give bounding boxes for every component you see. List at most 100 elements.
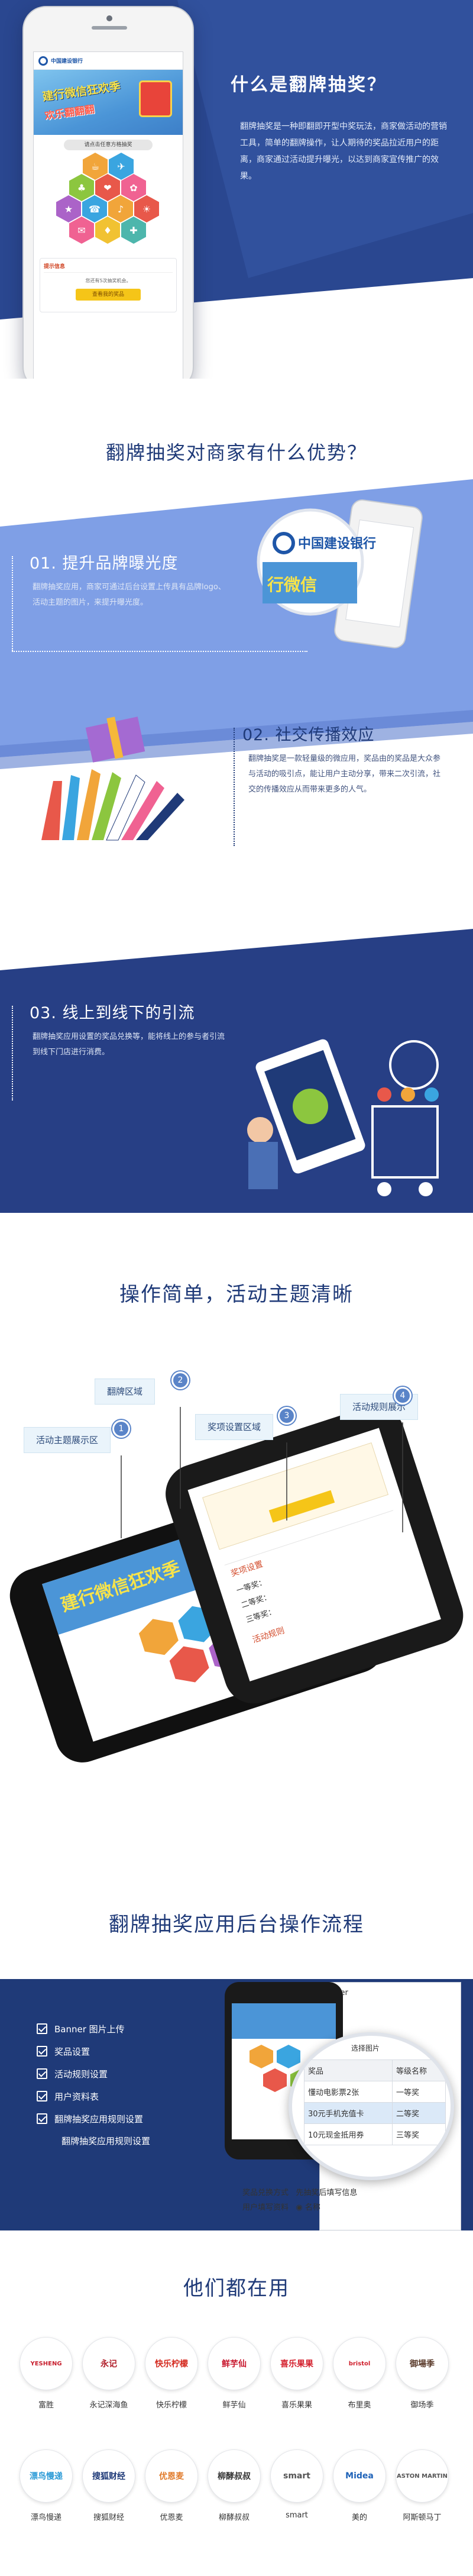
- callout-number-3: 3: [278, 1407, 296, 1425]
- flip-card[interactable]: ✉: [69, 217, 94, 244]
- flip-card[interactable]: ☎: [82, 195, 107, 222]
- callout-theme-area: 活动主题展示区: [24, 1427, 111, 1453]
- flip-card[interactable]: ✈: [109, 153, 134, 180]
- banner-line2: 欢乐翻翻翻: [44, 104, 96, 122]
- checkbox-icon: [37, 2046, 47, 2057]
- flow-title: 翻牌抽奖应用后台操作流程: [109, 1913, 364, 1936]
- flow-step-label: 翻牌抽奖应用规则设置: [54, 2113, 144, 2125]
- flip-card[interactable]: ✿: [121, 174, 146, 201]
- flip-card[interactable]: ❤: [95, 174, 120, 201]
- client-logo-mark: 柳酵叔叔: [208, 2449, 261, 2503]
- dotted-guide: [234, 728, 235, 846]
- client-logo-name: 柳酵叔叔: [218, 2513, 250, 2522]
- checkbox-icon: [37, 2113, 47, 2124]
- phone-mockups: 建行微信狂欢季 奖项设置 一等奖： 二等奖： 三等奖： 活动规则: [9, 1406, 464, 1762]
- mini-phone: [225, 1982, 343, 2159]
- callout-flip-area: 翻牌区域: [95, 1379, 155, 1405]
- client-logo-name: 阿斯顿马丁: [403, 2513, 442, 2522]
- flow-step-sub: 翻牌抽奖应用规则设置: [61, 2136, 151, 2146]
- view-prizes-button[interactable]: 查看我的奖品: [76, 289, 141, 301]
- callout-number-2: 2: [171, 1371, 189, 1389]
- dotted-guide: [12, 1006, 13, 1100]
- zoom-magnifier: 选择图片 奖品 等级名称 懂动电影票2张 一等奖 30元手机充值卡 二等奖 10…: [289, 2032, 454, 2180]
- client-logo-name: 富胜: [38, 2401, 54, 2410]
- admin-footer-row: 用户填写资料 ◉ 名称: [242, 2203, 320, 2212]
- client-logo-mark: 漂鸟慢递: [20, 2449, 73, 2503]
- flip-card[interactable]: ☀: [134, 195, 159, 222]
- flow-step: 活动规则设置: [37, 2062, 150, 2085]
- prize-table: 奖品 等级名称 懂动电影票2张 一等奖 30元手机充值卡 二等奖 10元现金抵用…: [304, 2059, 446, 2145]
- bank-name: 中国建设银行: [51, 59, 83, 64]
- callout-label: 奖项设置区域: [208, 1422, 261, 1432]
- user-info-label: 用户填写资料: [242, 2203, 289, 2212]
- online-offline-illustration: [247, 1039, 439, 1196]
- client-logo-mark: bristol: [333, 2337, 386, 2390]
- client-logo-name: smart: [286, 2511, 308, 2520]
- client-logo-mark: 优恩麦: [145, 2449, 198, 2503]
- table-row[interactable]: 懂动电影票2张 一等奖: [304, 2081, 446, 2103]
- client-logo-mark: 快乐柠檬: [145, 2337, 198, 2390]
- phone-camera: [106, 15, 112, 21]
- cell-prize: 30元手机充值卡: [304, 2102, 393, 2124]
- checkbox-icon: [37, 2023, 47, 2034]
- flow-step: 用户资料表: [37, 2085, 150, 2107]
- flip-card[interactable]: ☕: [83, 153, 108, 180]
- name-option[interactable]: 名称: [304, 2203, 320, 2212]
- client-logo-mark: 御場季: [396, 2337, 449, 2390]
- checkbox-icon: [37, 2068, 47, 2079]
- advantage-2-desc: 翻牌抽奖是一款轻量级的微应用，奖品由的奖品是大众参与活动的吸引点，能让用户主动分…: [248, 754, 441, 794]
- grid-title: 请点击任意方格抽奖: [64, 140, 153, 150]
- hero-section: 中国建设银行 建行微信狂欢季 欢乐翻翻翻 请点击任意方格抽奖 ☕ ✈ ♣ ❤ ✿…: [0, 0, 473, 379]
- cell-prize: 10元现金抵用券: [304, 2123, 393, 2145]
- client-logo: 永记永记深海鱼: [79, 2337, 138, 2410]
- client-logo: 喜乐果果喜乐果果: [267, 2337, 326, 2410]
- client-logo-mark: YESHENG: [20, 2337, 73, 2390]
- exchange-method-label: 奖品兑换方式: [242, 2188, 289, 2197]
- table-row[interactable]: 30元手机充值卡 二等奖: [304, 2102, 446, 2124]
- cell-prize: 懂动电影票2张: [304, 2081, 393, 2103]
- flip-card[interactable]: ♦: [95, 217, 120, 244]
- operation-title: 操作简单，活动主题清晰: [119, 1283, 354, 1306]
- client-logo: 鲜芋仙鲜芋仙: [205, 2337, 264, 2410]
- client-logo-name: 快乐柠檬: [155, 2401, 187, 2410]
- col-prize: 奖品: [304, 2059, 393, 2081]
- client-logo-name: 鲜芋仙: [222, 2401, 246, 2410]
- cell-level: 一等奖: [391, 2081, 446, 2103]
- flip-card[interactable]: ★: [56, 195, 81, 222]
- banner-line1: 建行微信狂欢季: [41, 79, 122, 104]
- gift-box-icon: [139, 80, 172, 117]
- info-title: 提示信息: [44, 262, 173, 273]
- col-level: 等级名称: [391, 2059, 446, 2081]
- flip-card[interactable]: ♣: [69, 174, 94, 201]
- admin-footer-row: 奖品兑换方式 先抽奖后填写信息: [242, 2186, 357, 2197]
- client-logo-name: 御场季: [410, 2401, 434, 2410]
- bank-logo-icon: [38, 56, 48, 66]
- table-row[interactable]: 10元现金抵用券 三等奖: [304, 2123, 446, 2145]
- callout-label: 活动主题展示区: [36, 1435, 99, 1445]
- client-logo: 柳酵叔叔柳酵叔叔: [205, 2449, 264, 2522]
- hero-phone: 中国建设银行 建行微信狂欢季 欢乐翻翻翻 请点击任意方格抽奖 ☕ ✈ ♣ ❤ ✿…: [22, 6, 194, 379]
- client-logo: 漂鸟慢递漂鸟慢递: [17, 2449, 76, 2522]
- client-logo-mark: 鲜芋仙: [208, 2337, 261, 2390]
- flip-card[interactable]: ✚: [121, 217, 146, 244]
- exchange-method-value[interactable]: 先抽奖后填写信息: [296, 2188, 358, 2197]
- select-image-label[interactable]: 选择图片: [351, 2044, 380, 2052]
- client-logo-name: 布里奥: [348, 2401, 371, 2410]
- checkbox-icon: [37, 2091, 47, 2102]
- flip-card[interactable]: ♪: [108, 195, 133, 222]
- prize-table-header: 奖品 等级名称: [304, 2059, 446, 2081]
- client-logo-mark: Midea: [333, 2449, 386, 2503]
- clients-title: 他们都在用: [183, 2277, 290, 2300]
- advantage-2-title: 02. 社交传播效应: [242, 726, 375, 744]
- hands-gift-illustration: [41, 716, 184, 841]
- phone-speaker: [92, 26, 127, 30]
- client-logo-name: 永记深海鱼: [89, 2401, 128, 2410]
- advantage-3-desc: 翻牌抽奖应用设置的奖品兑换等，能将线上的参与者引流到线下门店进行消费。: [33, 1032, 225, 1057]
- client-logo-name: 优恩麦: [160, 2513, 183, 2522]
- phone-screen: 中国建设银行 建行微信狂欢季 欢乐翻翻翻 请点击任意方格抽奖 ☕ ✈ ♣ ❤ ✿…: [33, 51, 183, 379]
